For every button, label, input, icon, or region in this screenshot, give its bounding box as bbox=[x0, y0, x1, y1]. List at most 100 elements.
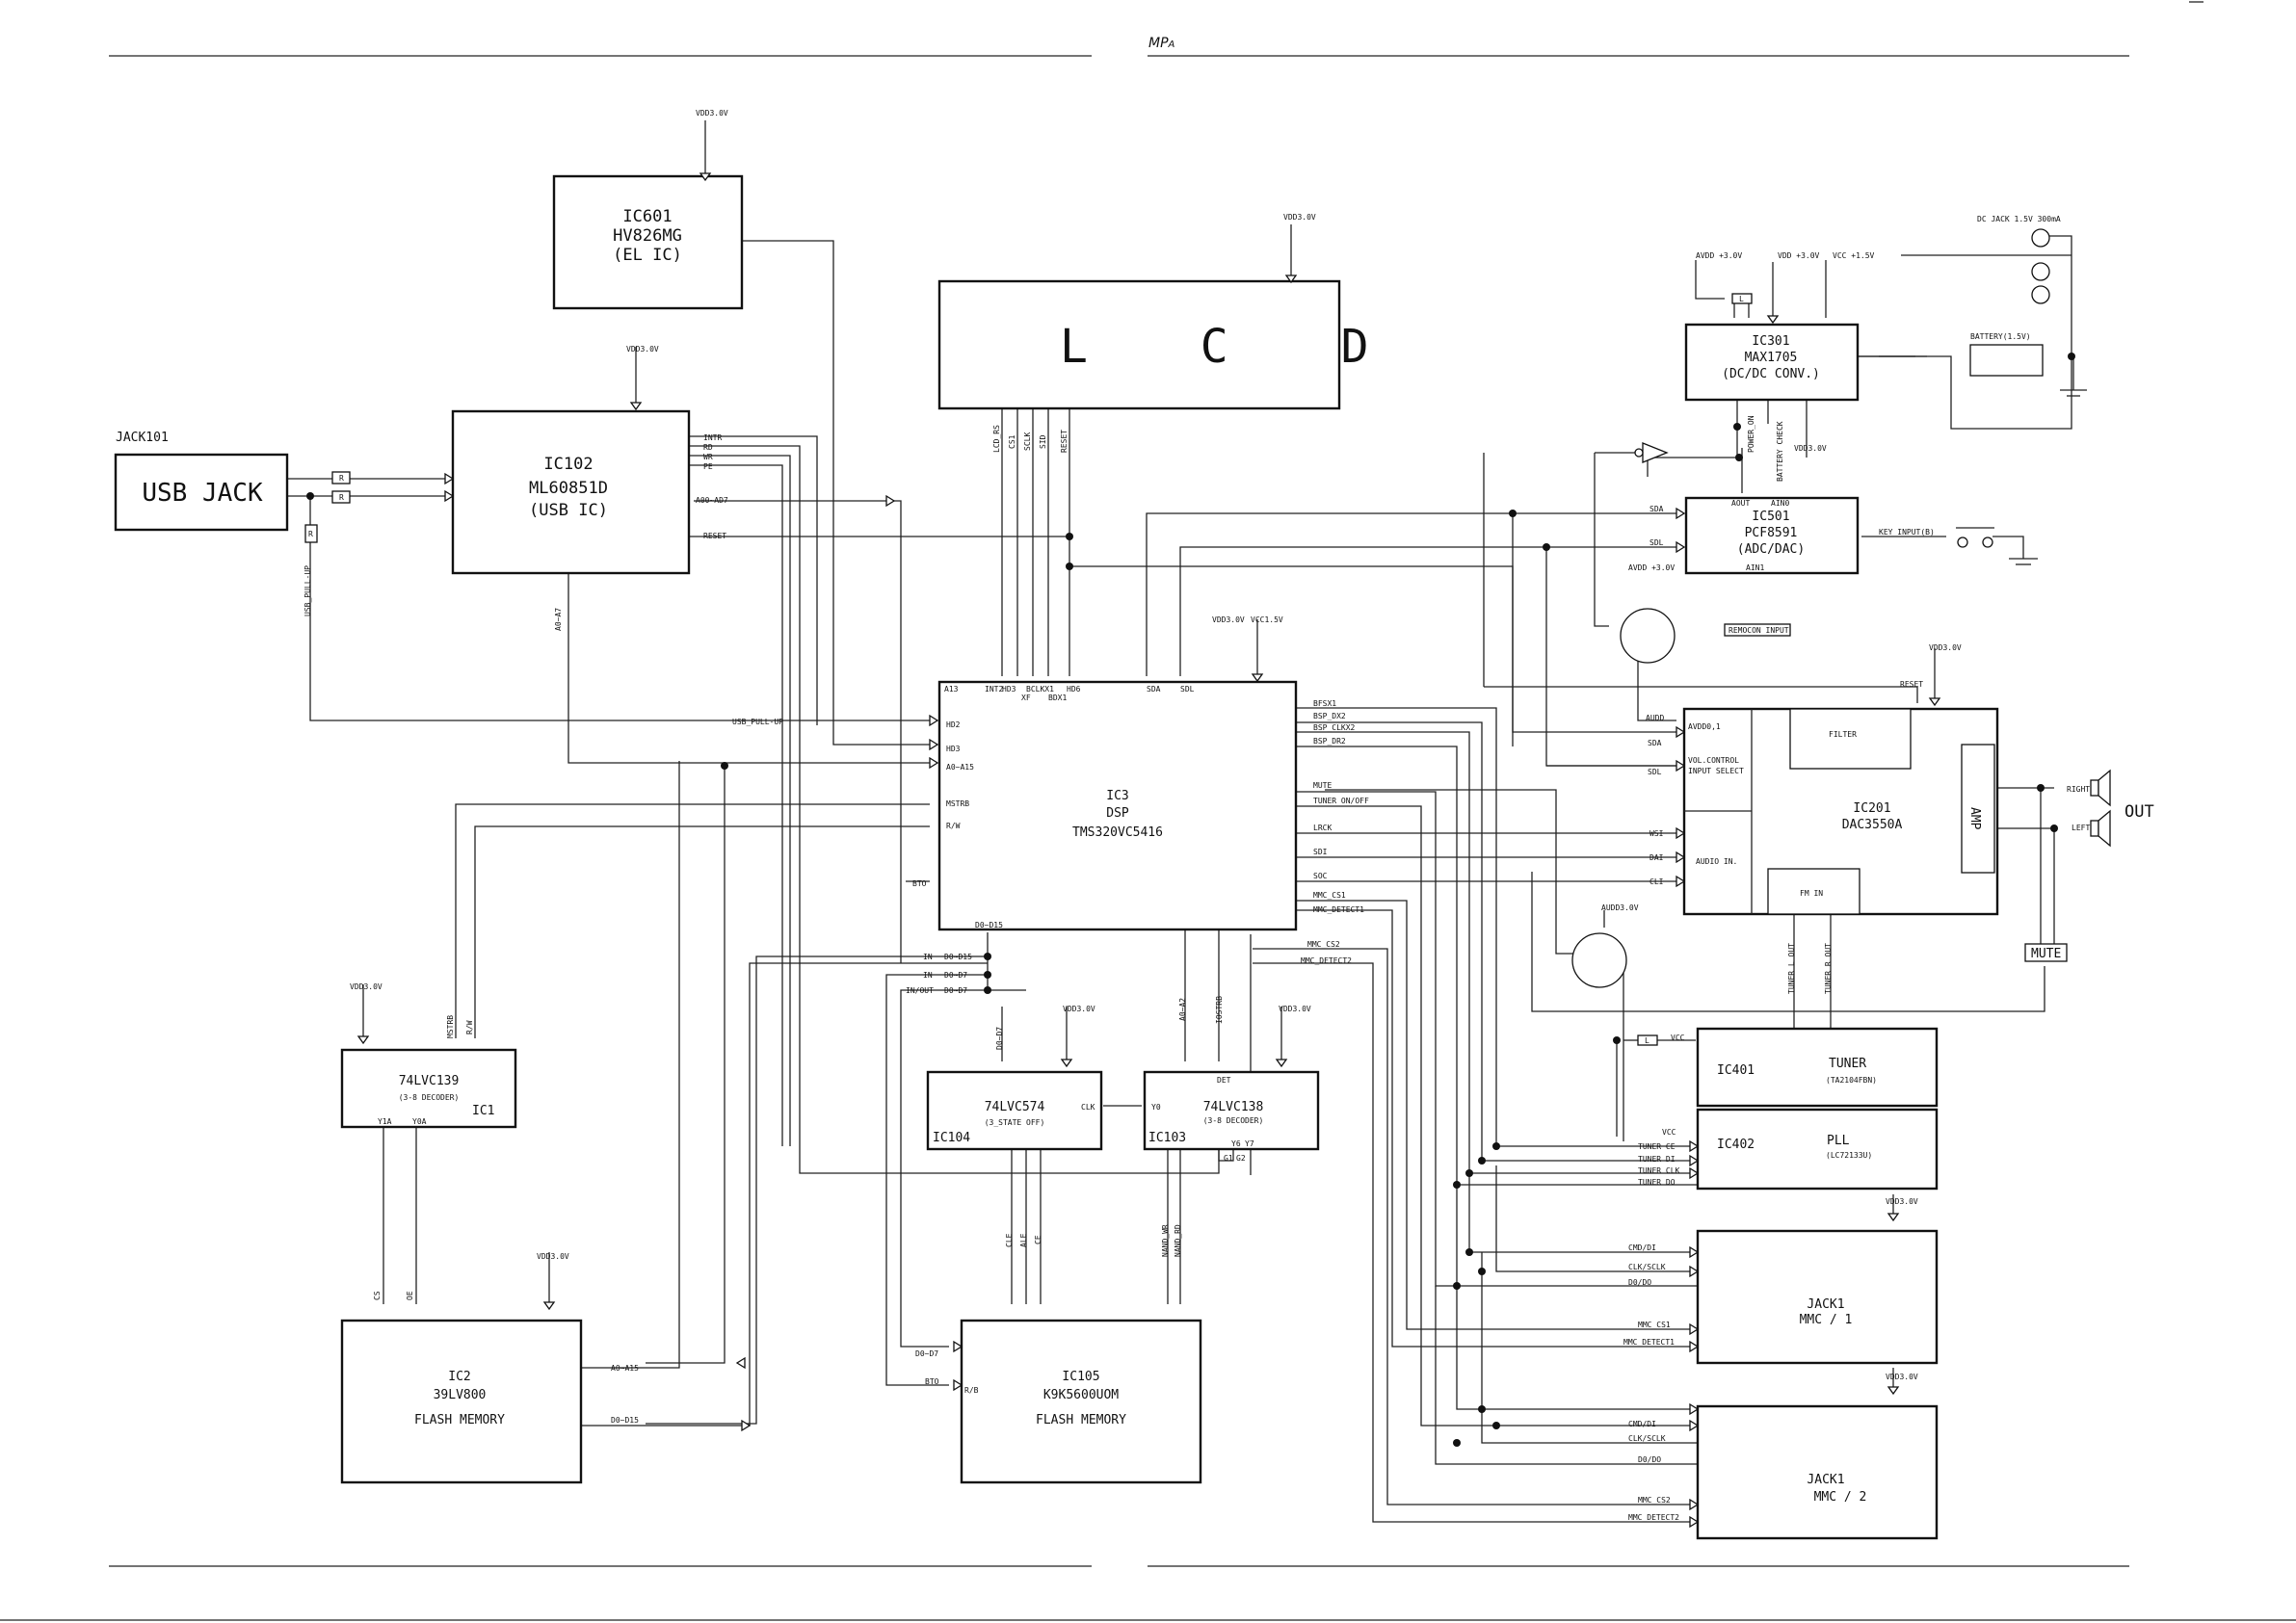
svg-text:IC2: IC2 bbox=[448, 1370, 470, 1384]
svg-text:SDL: SDL bbox=[1649, 538, 1664, 547]
svg-text:VDD3.0V: VDD3.0V bbox=[626, 345, 659, 353]
svg-text:D0~D15: D0~D15 bbox=[944, 953, 972, 961]
svg-text:D0~D7: D0~D7 bbox=[944, 986, 967, 995]
ic104-latch-block: 74LVC574 (3_STATE OFF) IC104 VDD3.0V D0~… bbox=[926, 1005, 1103, 1247]
svg-text:VDD3.0V: VDD3.0V bbox=[1283, 213, 1316, 222]
svg-text:CS: CS bbox=[373, 1291, 382, 1300]
svg-text:RESET: RESET bbox=[1060, 430, 1069, 453]
svg-text:VDD +3.0V: VDD +3.0V bbox=[1778, 251, 1820, 260]
svg-text:D0~D7: D0~D7 bbox=[944, 971, 967, 980]
svg-text:IC105: IC105 bbox=[1062, 1370, 1099, 1384]
svg-text:AMP: AMP bbox=[1967, 807, 1982, 830]
svg-text:VDD3.0V: VDD3.0V bbox=[696, 109, 728, 118]
svg-text:R/W: R/W bbox=[465, 1020, 474, 1034]
svg-text:CS1: CS1 bbox=[1008, 434, 1016, 449]
svg-text:SDL: SDL bbox=[1180, 685, 1195, 694]
svg-text:TUNER DO: TUNER DO bbox=[1638, 1178, 1676, 1187]
svg-text:JACK101: JACK101 bbox=[116, 431, 169, 445]
svg-text:Y7: Y7 bbox=[1245, 1139, 1254, 1148]
svg-text:MMC_DETECT1: MMC_DETECT1 bbox=[1623, 1338, 1675, 1347]
svg-text:FLASH MEMORY: FLASH MEMORY bbox=[1036, 1413, 1126, 1427]
svg-text:USB_PULL-UP: USB_PULL-UP bbox=[303, 565, 312, 616]
svg-text:BATTERY CHECK: BATTERY CHECK bbox=[1776, 421, 1784, 482]
svg-text:TUNER CE: TUNER CE bbox=[1638, 1142, 1676, 1151]
svg-text:HD6: HD6 bbox=[1067, 685, 1081, 694]
svg-text:OE: OE bbox=[406, 1291, 414, 1300]
svg-text:AIN0: AIN0 bbox=[1771, 499, 1789, 508]
svg-text:WR: WR bbox=[703, 453, 713, 461]
svg-text:IN: IN bbox=[923, 953, 933, 961]
svg-text:A0~A15: A0~A15 bbox=[611, 1364, 639, 1373]
svg-text:AIN1: AIN1 bbox=[1746, 563, 1764, 572]
svg-text:MMC_CS2: MMC_CS2 bbox=[1638, 1496, 1671, 1505]
svg-text:CLK/SCLK: CLK/SCLK bbox=[1628, 1263, 1666, 1271]
svg-text:(USB IC): (USB IC) bbox=[529, 501, 608, 520]
svg-text:MAX1705: MAX1705 bbox=[1745, 351, 1798, 365]
ic301-block: IC301 MAX1705 (DC/DC CONV.) AVDD +3.0V V… bbox=[1684, 215, 2061, 482]
ic402-pll-block: IC402 PLL (LC72133U) VCC TUNER CE TUNER … bbox=[1638, 1108, 1939, 1191]
svg-text:VDD3.0V: VDD3.0V bbox=[350, 982, 383, 991]
svg-text:VCC: VCC bbox=[1662, 1128, 1676, 1137]
svg-text:ALE: ALE bbox=[1019, 1233, 1028, 1247]
svg-text:D0~D7: D0~D7 bbox=[915, 1349, 938, 1358]
svg-text:MMC_DETECT2: MMC_DETECT2 bbox=[1628, 1513, 1679, 1522]
svg-text:(LC72133U): (LC72133U) bbox=[1826, 1151, 1872, 1160]
svg-text:BSP_DR2: BSP_DR2 bbox=[1313, 737, 1346, 746]
svg-text:USB_PULL-UP: USB_PULL-UP bbox=[732, 718, 783, 726]
svg-text:(3_STATE OFF): (3_STATE OFF) bbox=[985, 1118, 1045, 1127]
svg-text:REMOCON INPUT: REMOCON INPUT bbox=[1729, 626, 1789, 635]
svg-text:(3-8 DECODER): (3-8 DECODER) bbox=[399, 1093, 460, 1102]
bus-labels: IN D0~D15 IN D0~D7 IN/OUT D0~D7 BTO bbox=[906, 879, 972, 995]
svg-text:VDD3.0V: VDD3.0V bbox=[1794, 444, 1827, 453]
ic1-decoder-block: 74LVC139 (3-8 DECODER) IC1 VDD3.0V MSTRB… bbox=[340, 982, 517, 1129]
svg-text:CMD/DI: CMD/DI bbox=[1628, 1243, 1656, 1252]
svg-text:VDD3.0V: VDD3.0V bbox=[1212, 615, 1245, 624]
svg-text:BTO: BTO bbox=[925, 1377, 939, 1386]
svg-text:RIGHT: RIGHT bbox=[2067, 785, 2090, 794]
svg-text:IC201: IC201 bbox=[1853, 801, 1890, 816]
svg-text:TUNER ON/OFF: TUNER ON/OFF bbox=[1313, 797, 1369, 805]
svg-text:SDL: SDL bbox=[1648, 768, 1662, 776]
svg-text:BCLKX1: BCLKX1 bbox=[1026, 685, 1054, 694]
svg-text:L: L bbox=[1645, 1036, 1649, 1045]
svg-text:D0~D15: D0~D15 bbox=[611, 1416, 639, 1425]
svg-text:VDD3.0V: VDD3.0V bbox=[1886, 1197, 1918, 1206]
svg-text:(3-8 DECODER): (3-8 DECODER) bbox=[1203, 1116, 1264, 1125]
svg-text:XF: XF bbox=[1021, 694, 1031, 702]
ic3-dsp-block: IC3 DSP TMS320VC5416 VDD3.0V VCC1.5V A13… bbox=[732, 615, 1369, 965]
svg-text:DAI: DAI bbox=[1649, 853, 1664, 862]
svg-text:R/B: R/B bbox=[964, 1386, 979, 1395]
svg-text:G1: G1 bbox=[1224, 1154, 1233, 1163]
svg-text:NAND_WR: NAND_WR bbox=[1161, 1224, 1170, 1257]
svg-text:D0~D7: D0~D7 bbox=[995, 1027, 1004, 1050]
svg-text:IC1: IC1 bbox=[472, 1104, 494, 1118]
svg-text:JACK1: JACK1 bbox=[1807, 1297, 1844, 1312]
svg-text:FILTER: FILTER bbox=[1829, 730, 1857, 739]
svg-text:IC601: IC601 bbox=[622, 207, 672, 226]
svg-text:A0~A15: A0~A15 bbox=[946, 763, 974, 772]
svg-text:SDA: SDA bbox=[1649, 505, 1664, 513]
svg-text:K9K5600UOM: K9K5600UOM bbox=[1043, 1388, 1119, 1402]
svg-text:IOSTRB: IOSTRB bbox=[1215, 996, 1224, 1024]
svg-text:SCLK: SCLK bbox=[1023, 432, 1032, 451]
svg-text:(TA2104FBN): (TA2104FBN) bbox=[1826, 1076, 1877, 1085]
svg-text:(ADC/DAC): (ADC/DAC) bbox=[1737, 542, 1805, 557]
ic102-block: IC102 ML60851D (USB IC) VDD3.0V INTR RD … bbox=[451, 345, 728, 631]
svg-text:BTO: BTO bbox=[912, 879, 927, 888]
svg-text:39LV800: 39LV800 bbox=[434, 1388, 487, 1402]
svg-text:IC301: IC301 bbox=[1752, 334, 1789, 349]
pin-arrows bbox=[356, 172, 1941, 1529]
svg-text:INPUT SELECT: INPUT SELECT bbox=[1688, 767, 1744, 775]
svg-text:LCD_RS: LCD_RS bbox=[992, 425, 1001, 453]
svg-text:HD2: HD2 bbox=[946, 720, 961, 729]
svg-text:BATTERY(1.5V): BATTERY(1.5V) bbox=[1970, 332, 2031, 341]
svg-text:A0~A2: A0~A2 bbox=[1178, 998, 1187, 1021]
svg-text:L: L bbox=[1739, 295, 1744, 303]
svg-text:VCC +1.5V: VCC +1.5V bbox=[1833, 251, 1875, 260]
svg-text:WSI: WSI bbox=[1649, 829, 1664, 838]
svg-text:VDD3.0V: VDD3.0V bbox=[1929, 643, 1962, 652]
svg-text:RD: RD bbox=[703, 443, 713, 452]
svg-text:AVDD +3.0V: AVDD +3.0V bbox=[1696, 251, 1742, 260]
svg-text:MUTE: MUTE bbox=[2031, 947, 2061, 961]
svg-text:FM IN: FM IN bbox=[1800, 889, 1823, 898]
